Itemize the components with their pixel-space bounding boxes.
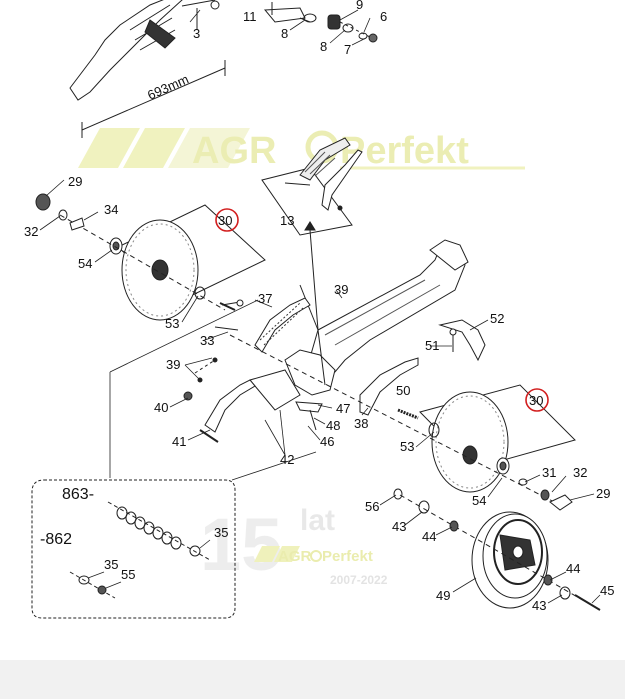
bracket-part-52 xyxy=(438,319,486,362)
highlight-circles xyxy=(215,208,549,412)
part-label: 50 xyxy=(396,383,410,398)
part-label: 53 xyxy=(165,316,179,331)
part-label: 54 xyxy=(78,256,92,271)
left-wheel xyxy=(35,193,266,321)
part-label: 11 xyxy=(243,9,257,24)
watermark-logo: AGR Perfekt xyxy=(78,128,525,172)
watermark-brand-right: Perfekt xyxy=(340,130,469,172)
dimension-label: 693mm xyxy=(145,71,191,102)
part-label: 53 xyxy=(400,439,414,454)
front-wheel xyxy=(393,488,601,611)
part-label: 49 xyxy=(436,588,450,603)
part-label: 29 xyxy=(596,486,610,501)
part-label: 32 xyxy=(573,465,587,480)
part-label: 47 xyxy=(336,401,350,416)
watermark-brand-left: AGR xyxy=(192,130,276,172)
part-label: 51 xyxy=(425,338,439,353)
blade-part-41 xyxy=(183,357,256,443)
part-label: 41 xyxy=(172,434,186,449)
part-label: 37 xyxy=(258,291,272,306)
part-label: 9 xyxy=(356,0,363,12)
part-label: 43 xyxy=(392,519,406,534)
parts-diagram: AGR Perfekt 15 lat AGR Perfekt 2007-2022 xyxy=(0,0,625,660)
handle-assembly xyxy=(69,0,378,138)
watermark-anniversary-number: 15 xyxy=(200,503,282,586)
watermark-years: 2007-2022 xyxy=(330,573,388,587)
part-label: 44 xyxy=(422,529,436,544)
part-label: 54 xyxy=(472,493,486,508)
part-label: 6 xyxy=(380,9,387,24)
part-label: 42 xyxy=(280,452,294,467)
part-label: 44 xyxy=(566,561,580,576)
leader-lines xyxy=(39,9,601,604)
highlight-circle xyxy=(525,388,549,412)
exploded-view-drawing: AGR Perfekt 15 lat AGR Perfekt 2007-2022 xyxy=(24,0,614,619)
bottom-strip xyxy=(0,660,625,699)
highlight-circle xyxy=(215,208,239,232)
part-label: 8 xyxy=(281,26,288,41)
svg-text:Perfekt: Perfekt xyxy=(322,548,373,565)
part-label: 38 xyxy=(354,416,368,431)
part-label: 7 xyxy=(344,42,351,57)
inset-label-top: 863- xyxy=(62,486,94,503)
part-label: 3 xyxy=(193,26,200,41)
detail-inset: 863- -862 35 35 55 xyxy=(31,299,317,619)
part-label: 13 xyxy=(280,213,294,228)
part-label-highlighted: 30 xyxy=(529,393,543,408)
lever-box xyxy=(261,137,363,236)
inset-part-label: 35 xyxy=(104,557,118,572)
part-label: 39 xyxy=(166,357,180,372)
watermark-anniversary: 15 lat AGR Perfekt 2007-2022 xyxy=(200,503,388,587)
watermark-anniversary-word: lat xyxy=(300,504,335,537)
part-label: 31 xyxy=(542,465,556,480)
part-label-highlighted: 30 xyxy=(218,213,232,228)
inset-part-label: 55 xyxy=(121,567,135,582)
part-label: 43 xyxy=(532,598,546,613)
part-label: 8 xyxy=(320,39,327,54)
chassis-frame xyxy=(249,221,469,411)
part-label: 52 xyxy=(490,311,504,326)
part-label: 32 xyxy=(24,224,38,239)
inset-part-label: 35 xyxy=(214,525,228,540)
part-label: 34 xyxy=(104,202,118,217)
right-wheel xyxy=(229,334,576,511)
inset-label-bottom: -862 xyxy=(40,531,72,548)
part-label: 48 xyxy=(326,418,340,433)
part-label: 39 xyxy=(334,282,348,297)
part-label: 56 xyxy=(365,499,379,514)
part-label: 29 xyxy=(68,174,82,189)
part-label: 33 xyxy=(200,333,214,348)
part-label: 40 xyxy=(154,400,168,415)
rake-part-37 xyxy=(214,297,311,353)
part-labels: 3 11 9 6 8 8 7 29 34 32 54 30 13 39 37 5… xyxy=(24,0,614,613)
part-label: 45 xyxy=(600,583,614,598)
svg-text:AGR: AGR xyxy=(278,548,312,565)
lever-part-50 xyxy=(295,357,419,431)
part-label: 46 xyxy=(320,434,334,449)
